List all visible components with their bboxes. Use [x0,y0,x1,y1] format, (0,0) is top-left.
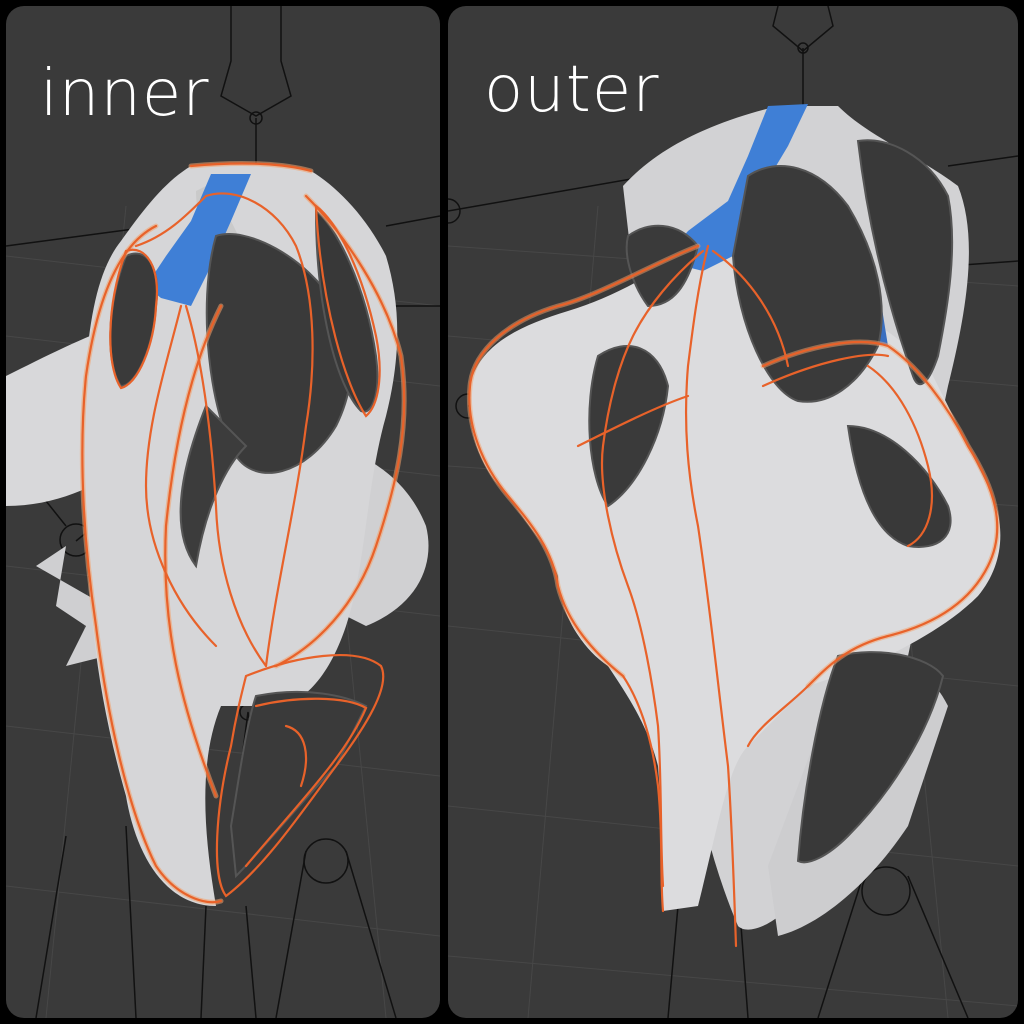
selection-outlines [79,161,407,905]
outer-viewport[interactable] [448,6,1018,1018]
outer-label: outer [484,53,660,127]
inner-viewport[interactable] [6,6,440,1018]
inner-label: inner [40,57,210,131]
vertex-group-highlight [663,104,808,271]
outer-panel: outer [448,6,1018,1018]
vertex-group-highlight [146,174,251,306]
selection-outlines [466,243,1000,948]
inner-panel: inner [6,6,440,1018]
mesh-holes [109,208,379,879]
